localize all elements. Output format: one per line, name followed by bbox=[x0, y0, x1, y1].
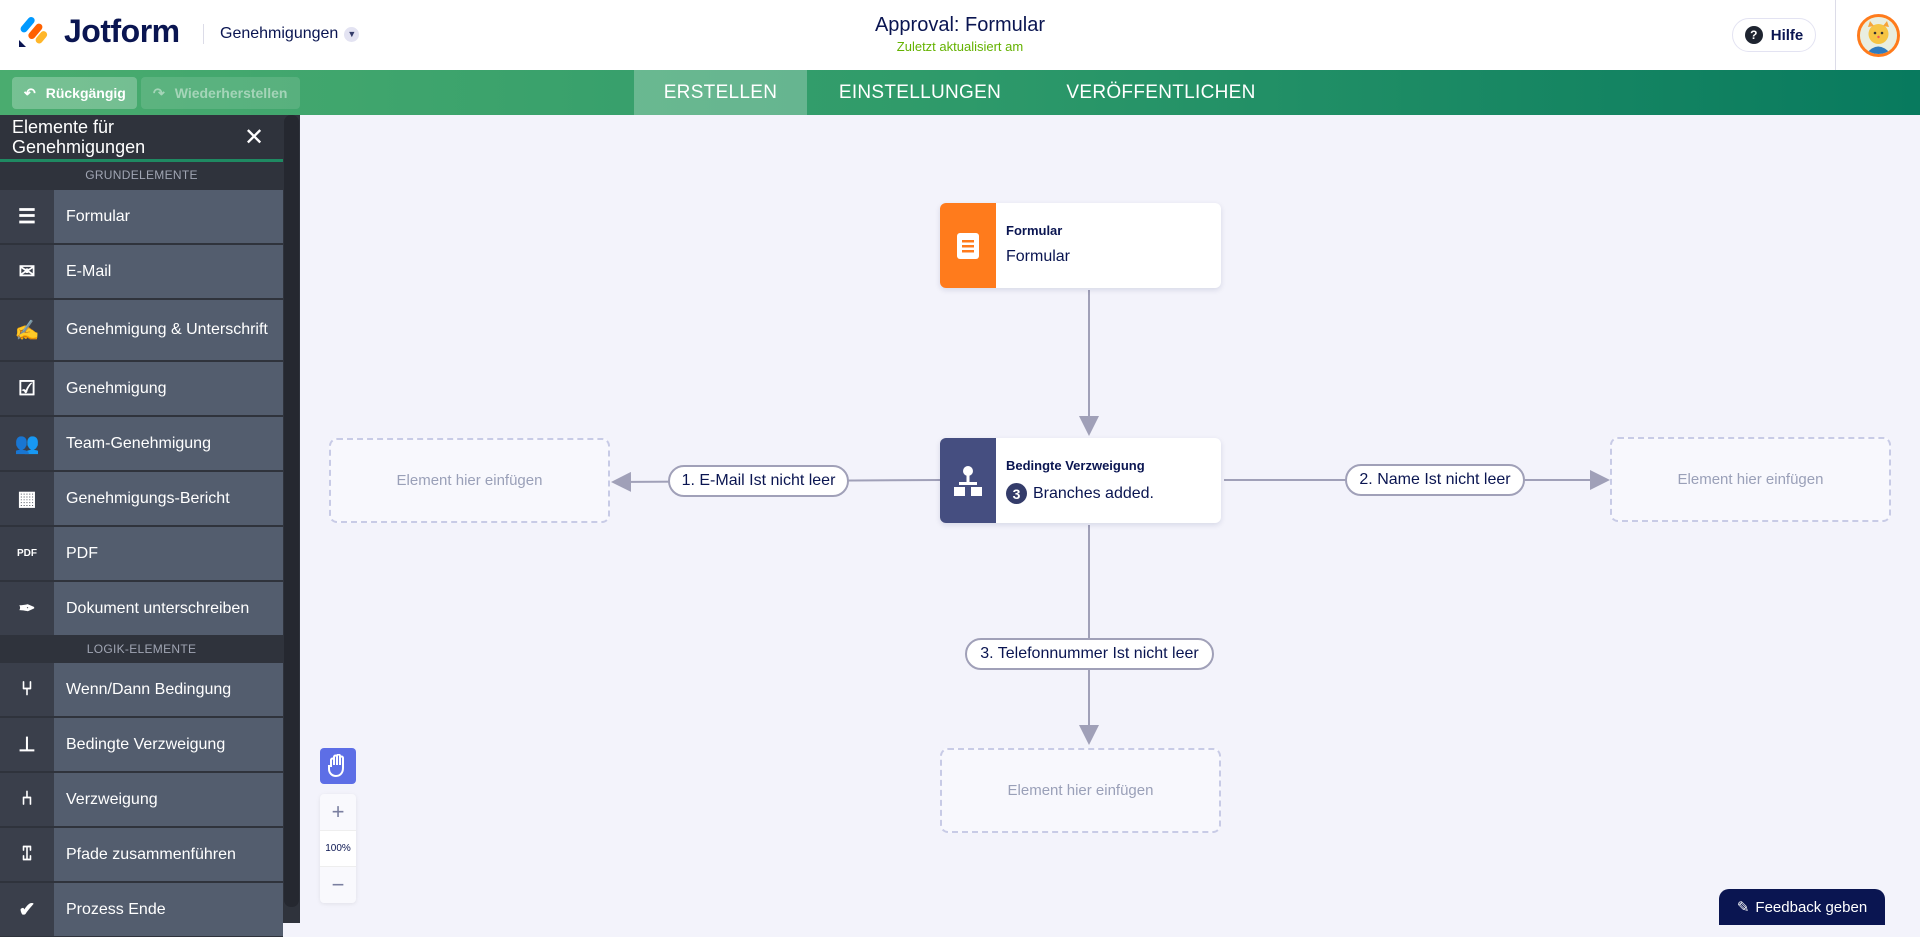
section-header-logik-elemente: LOGIK-ELEMENTE bbox=[86, 642, 197, 656]
sidebar-item-label: Verzweigung bbox=[54, 773, 283, 826]
node-title: Bedingte Verzweigung bbox=[1006, 458, 1145, 473]
approval-signature-icon: ✍ bbox=[0, 300, 54, 360]
brand-name[interactable]: Jotform bbox=[64, 13, 180, 49]
sidebar-item-label: Genehmigung bbox=[54, 362, 283, 415]
sidebar-item-label: Formular bbox=[54, 190, 283, 243]
hand-tool-button[interactable] bbox=[320, 748, 356, 784]
feedback-label: Feedback geben bbox=[1755, 898, 1868, 916]
form-icon: ☰ bbox=[0, 190, 54, 243]
sidebar-item-dokument-unterschreiben[interactable]: ✒Dokument unterschreiben bbox=[0, 582, 283, 636]
approval-icon: ☑ bbox=[0, 362, 54, 415]
conditional-branch-icon bbox=[940, 438, 996, 523]
divider bbox=[203, 24, 204, 44]
node-desc: Formular bbox=[1006, 248, 1071, 265]
hand-icon bbox=[328, 754, 344, 778]
sidebar-item-label: Pfade zusammenführen bbox=[54, 828, 283, 881]
sidebar-title: Elemente für Genehmigungen bbox=[12, 117, 146, 157]
sidebar-item-pfade-zusammenführen[interactable]: ⑄Pfade zusammenführen bbox=[0, 828, 283, 882]
help-button[interactable]: ? Hilfe bbox=[1732, 18, 1816, 52]
feedback-button[interactable]: ✎ Feedback geben bbox=[1719, 889, 1885, 925]
zoom-controls: + 100% − bbox=[320, 794, 356, 903]
zoom-in-button[interactable]: + bbox=[331, 799, 345, 824]
sidebar-item-label: Wenn/Dann Bedingung bbox=[54, 663, 283, 716]
sidebar-item-label: E-Mail bbox=[54, 245, 283, 298]
undo-icon: ↶ bbox=[24, 84, 36, 101]
zoom-out-button[interactable]: − bbox=[331, 872, 345, 897]
branch-label-3[interactable]: 3. Telefonnummer Ist nicht leer bbox=[965, 638, 1214, 670]
avatar[interactable] bbox=[1857, 14, 1900, 57]
branch-count-badge: 3 bbox=[1006, 483, 1027, 504]
if-then-icon: ⑂ bbox=[0, 663, 54, 716]
sidebar-item-label: Genehmigungs-Bericht bbox=[54, 472, 283, 525]
branch-icon: ⑃ bbox=[0, 773, 54, 826]
sidebar-item-label: Team-Genehmigung bbox=[54, 417, 283, 470]
workspace-dropdown[interactable]: Genehmigungen ▼ bbox=[220, 25, 360, 43]
placeholder-bottom[interactable]: Element hier einfügen bbox=[940, 748, 1221, 833]
zoom-level: 100% bbox=[320, 830, 356, 867]
help-label: Hilfe bbox=[1770, 26, 1804, 44]
sidebar-item-label: Dokument unterschreiben bbox=[54, 582, 283, 635]
redo-button[interactable]: ↷ Wiederherstellen bbox=[141, 77, 300, 109]
sidebar-item-bedingte-verzweigung[interactable]: ⊥Bedingte Verzweigung bbox=[0, 718, 283, 772]
sidebar-item-e-mail[interactable]: ✉E-Mail bbox=[0, 245, 283, 299]
undo-label: Rückgängig bbox=[45, 85, 126, 101]
sidebar-scrollbar[interactable] bbox=[284, 115, 299, 907]
branch-label-1[interactable]: 1. E-Mail Ist nicht leer bbox=[668, 465, 849, 497]
divider bbox=[0, 159, 283, 162]
node-desc: Branches added. bbox=[1033, 484, 1154, 502]
tab-erstellen[interactable]: ERSTELLEN bbox=[634, 70, 807, 115]
page-title: Approval: Formular bbox=[874, 14, 1046, 36]
tab-einstellungen[interactable]: EINSTELLUNGEN bbox=[838, 81, 1002, 103]
tab-veroeffentlichen[interactable]: VERÖFFENTLICHEN bbox=[1066, 81, 1256, 103]
branch-label-2[interactable]: 2. Name Ist nicht leer bbox=[1345, 464, 1525, 496]
placeholder-left[interactable]: Element hier einfügen bbox=[329, 438, 610, 523]
sign-document-icon: ✒ bbox=[0, 582, 54, 635]
sidebar-item-label: PDF bbox=[54, 527, 283, 580]
team-approval-icon: 👥 bbox=[0, 417, 54, 470]
close-icon[interactable]: ✕ bbox=[244, 124, 265, 151]
toolbar: ↶Rückgängig ↷Wiederherstellen ERSTELLEN … bbox=[0, 70, 1920, 115]
process-end-icon: ✔ bbox=[0, 883, 54, 936]
jotform-logo-icon[interactable] bbox=[18, 16, 50, 48]
undo-button[interactable]: ↶ Rückgängig bbox=[12, 77, 137, 109]
sidebar-item-prozess-ende[interactable]: ✔Prozess Ende bbox=[0, 883, 283, 937]
sidebar-item-team-genehmigung[interactable]: 👥Team-Genehmigung bbox=[0, 417, 283, 471]
sidebar-item-genehmigung-unterschrift[interactable]: ✍Genehmigung & Unterschrift bbox=[0, 300, 283, 361]
merge-paths-icon: ⑄ bbox=[0, 828, 54, 881]
sidebar-item-label: Genehmigung & Unterschrift bbox=[54, 300, 283, 360]
redo-label: Wiederherstellen bbox=[174, 85, 288, 101]
section-header-grundelemente: GRUNDELEMENTE bbox=[85, 168, 198, 182]
chevron-down-icon: ▼ bbox=[344, 26, 360, 42]
last-updated: Zuletzt aktualisiert am bbox=[896, 39, 1024, 54]
form-icon bbox=[940, 203, 996, 288]
question-icon: ? bbox=[1744, 26, 1763, 44]
sidebar-item-wenn-dann-bedingung[interactable]: ⑂Wenn/Dann Bedingung bbox=[0, 663, 283, 717]
pdf-icon: PDF bbox=[0, 527, 54, 580]
sidebar-item-genehmigungs-bericht[interactable]: ▦Genehmigungs-Bericht bbox=[0, 472, 283, 526]
conditional-branch-node[interactable]: Bedingte Verzweigung 3 Branches added. bbox=[940, 438, 1221, 523]
sidebar-item-verzweigung[interactable]: ⑃Verzweigung bbox=[0, 773, 283, 827]
node-title: Formular bbox=[1006, 223, 1063, 238]
email-icon: ✉ bbox=[0, 245, 54, 298]
header: Jotform Genehmigungen ▼ Approval: Formula… bbox=[0, 0, 1920, 70]
sidebar-item-genehmigung[interactable]: ☑Genehmigung bbox=[0, 362, 283, 416]
report-icon: ▦ bbox=[0, 472, 54, 525]
conditional-branch-icon: ⊥ bbox=[0, 718, 54, 771]
sidebar-item-label: Bedingte Verzweigung bbox=[54, 718, 283, 771]
feedback-icon: ✎ bbox=[1736, 899, 1750, 916]
sidebar-item-formular[interactable]: ☰Formular bbox=[0, 190, 283, 244]
workspace-label: Genehmigungen bbox=[220, 25, 339, 42]
elements-sidebar: Elemente für Genehmigungen ✕ GRUNDELEMEN… bbox=[0, 115, 300, 937]
divider bbox=[1835, 0, 1836, 70]
redo-icon: ↷ bbox=[153, 84, 165, 101]
placeholder-right[interactable]: Element hier einfügen bbox=[1610, 437, 1891, 522]
sidebar-item-label: Prozess Ende bbox=[54, 883, 283, 936]
